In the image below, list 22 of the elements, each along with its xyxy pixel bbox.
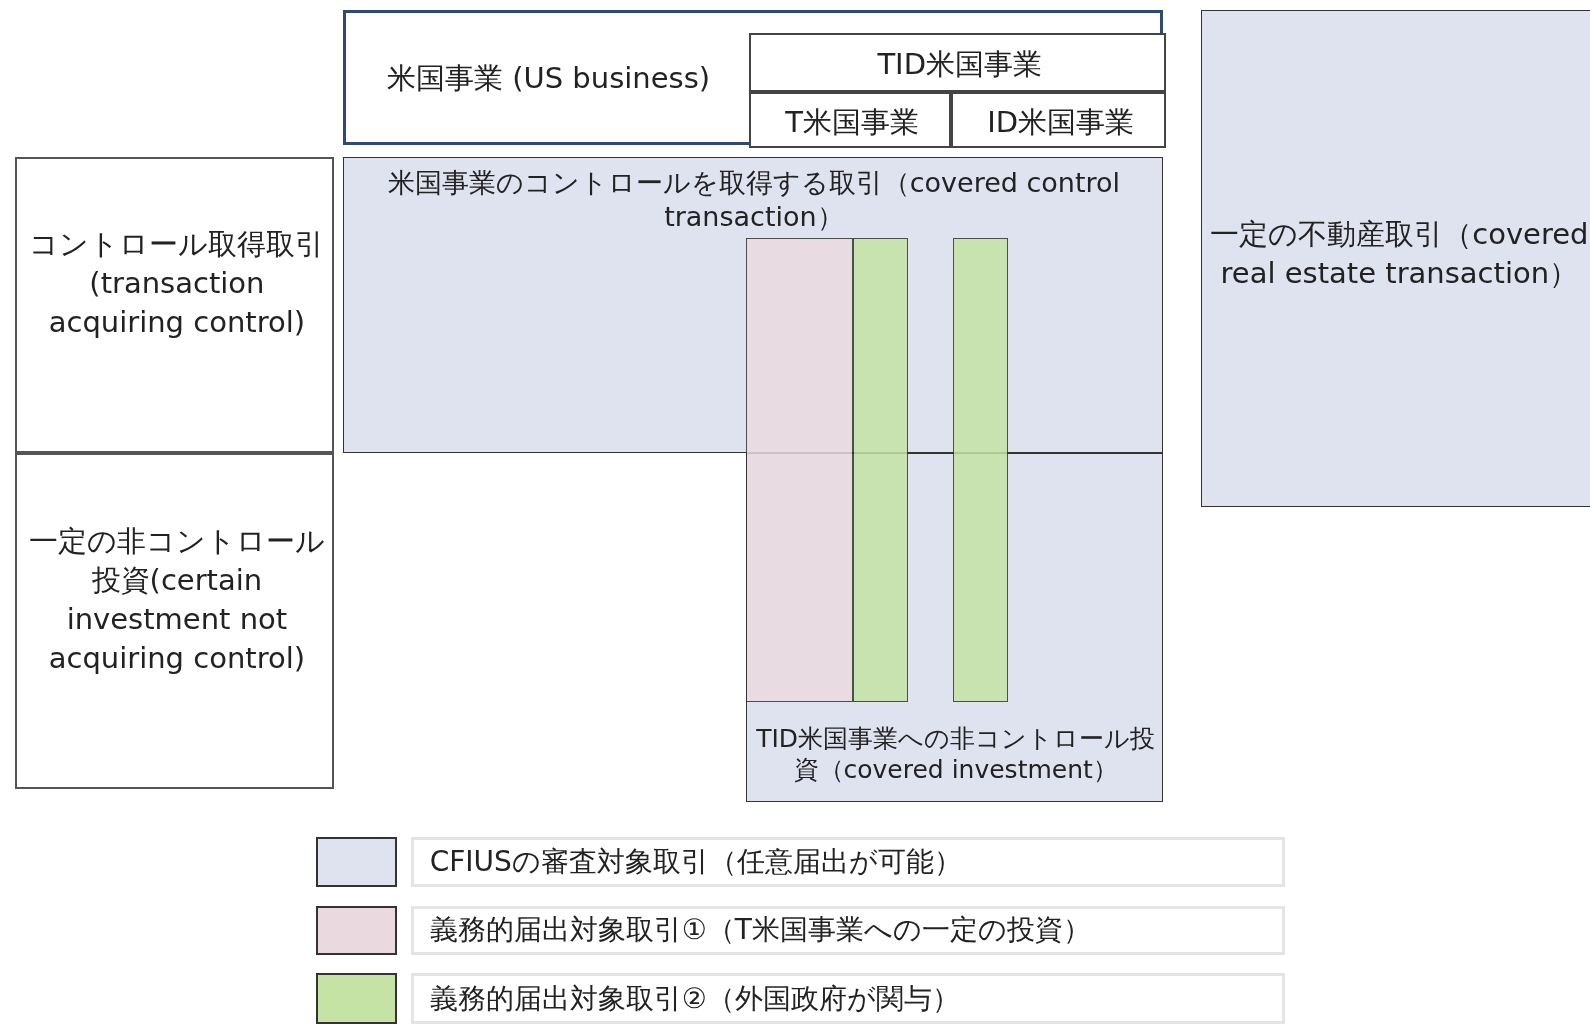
region-label: ID米国事業 — [987, 103, 1135, 141]
filing-band — [852, 238, 908, 702]
header-cell — [749, 33, 1167, 93]
business-header-box — [342, 10, 1164, 145]
transaction-region — [1200, 10, 1590, 507]
region-label: コントロール取得取引(transaction acquiring control) — [28, 225, 326, 341]
region-label: 一定の非コントロール投資(certain investment not acquiring control) — [27, 523, 326, 678]
legend-label: CFIUSの審査対象取引（任意届出が可能） — [410, 836, 1285, 888]
header-cell — [749, 92, 952, 148]
header-cell — [951, 92, 1167, 148]
region-label: TID米国事業 — [877, 46, 1042, 84]
region-label: 米国事業のコントロールを取得する取引（covered control transaction） — [386, 166, 1122, 234]
legend-label: 義務的届出対象取引①（T米国事業への一定の投資） — [410, 905, 1285, 956]
region-label: T米国事業 — [785, 103, 920, 141]
region-label: 一定の不動産取引（covered real estate transaction） — [1209, 216, 1590, 293]
filing-band — [953, 238, 1008, 702]
region-label: 米国事業 (US business) — [386, 60, 711, 98]
region-label: TID米国事業への非コントロール投資（covered investment） — [755, 722, 1157, 786]
category-box — [15, 157, 334, 454]
legend-label: 義務的届出対象取引②（外国政府が関与） — [410, 973, 1285, 1025]
filing-band — [746, 238, 853, 702]
category-box — [15, 453, 334, 789]
